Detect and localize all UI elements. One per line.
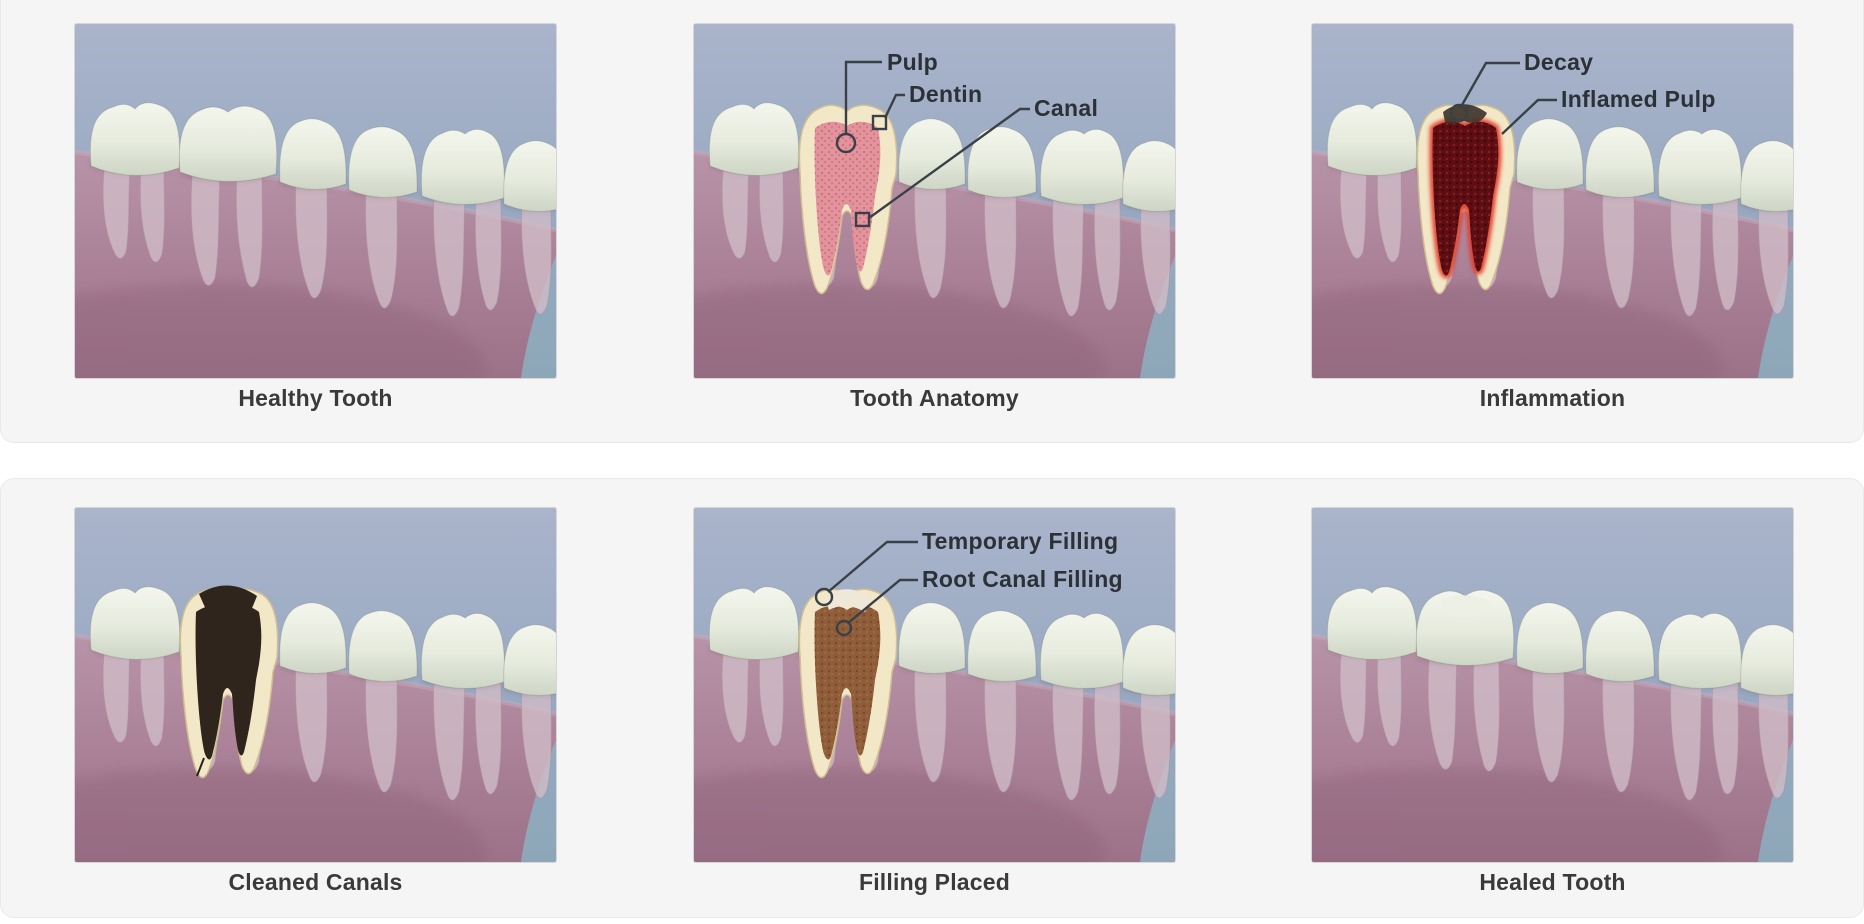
- inflamed-pulp-label: Inflamed Pulp: [1561, 86, 1716, 112]
- root-canal-filling-label: Root Canal Filling: [922, 566, 1123, 592]
- inflamed-pulp-callout-line: [1501, 98, 1557, 135]
- restored-crown-patch: [1441, 595, 1490, 617]
- panel-caption: Inflammation: [1479, 385, 1626, 411]
- callout-temporary-filling: Temporary Filling: [814, 528, 1118, 607]
- inflammation-illustration: Decay Inflamed Pulp: [1312, 24, 1793, 378]
- panel-healed-tooth: Healed Tooth: [1312, 508, 1793, 896]
- healthy-tooth-illustration: [75, 24, 556, 378]
- canal-callout-line: [868, 107, 1030, 219]
- temporary-filling-cap: [824, 589, 871, 612]
- filling-placed-illustration: Temporary Filling Root Canal Filling: [694, 508, 1175, 862]
- panel-caption: Tooth Anatomy: [850, 385, 1019, 411]
- panel-filling-placed: Temporary Filling Root Canal Filling Fil…: [694, 508, 1175, 896]
- cleaned-canals-image: [75, 508, 556, 862]
- panel-caption: Healthy Tooth: [238, 385, 393, 411]
- healthy-tooth-image: [75, 24, 556, 378]
- pulp-callout-line: [844, 60, 882, 133]
- panel-tooth-anatomy: Pulp Dentin Canal Tooth Anatomy: [694, 24, 1175, 412]
- pulp-marker-circle: [835, 132, 857, 154]
- root-crack: [196, 757, 205, 777]
- inflammation-image: Decay Inflamed Pulp: [1312, 24, 1793, 378]
- panel-inflammation: Decay Inflamed Pulp Inflammation: [1312, 24, 1793, 412]
- tooth-anatomy-illustration: Pulp Dentin Canal: [694, 24, 1175, 378]
- panel-healthy-tooth: Healthy Tooth: [75, 24, 556, 412]
- healed-tooth-image: [1312, 508, 1793, 862]
- temporary-filling-marker-circle: [814, 587, 834, 607]
- dentin-label: Dentin: [909, 81, 982, 107]
- canal-label: Canal: [1034, 95, 1098, 121]
- decay-label: Decay: [1524, 49, 1593, 75]
- callout-canal: Canal: [854, 95, 1098, 228]
- pulp-label: Pulp: [887, 49, 938, 75]
- access-opening: [199, 585, 257, 618]
- temporary-filling-callout-line: [827, 540, 918, 593]
- panel-caption: Filling Placed: [858, 869, 1011, 895]
- callout-inflamed-pulp: Inflamed Pulp: [1501, 86, 1716, 135]
- panel-caption: Healed Tooth: [1479, 869, 1626, 895]
- cleaned-canals-illustration: [75, 508, 556, 862]
- healed-tooth-illustration: [1312, 508, 1793, 862]
- tooth-anatomy-image: Pulp Dentin Canal: [694, 24, 1175, 378]
- filling-placed-image: Temporary Filling Root Canal Filling: [694, 508, 1175, 862]
- root-canal-filling-callout-line: [847, 578, 918, 624]
- panel-caption: Cleaned Canals: [228, 869, 403, 895]
- callout-decay: Decay: [1449, 49, 1593, 123]
- canal-marker-square: [854, 211, 871, 228]
- temporary-filling-label: Temporary Filling: [922, 528, 1118, 554]
- callout-pulp: Pulp: [835, 49, 938, 154]
- decay-callout-line: [1460, 61, 1520, 106]
- callout-dentin: Dentin: [871, 81, 982, 131]
- root-canal-filling-marker-circle: [835, 619, 853, 637]
- decay-marker-circle: [1449, 103, 1469, 123]
- dentin-marker-square: [871, 114, 888, 131]
- callout-root-canal-filling: Root Canal Filling: [835, 566, 1123, 637]
- dentin-callout-line: [883, 93, 905, 119]
- panel-cleaned-canals: Cleaned Canals: [75, 508, 556, 896]
